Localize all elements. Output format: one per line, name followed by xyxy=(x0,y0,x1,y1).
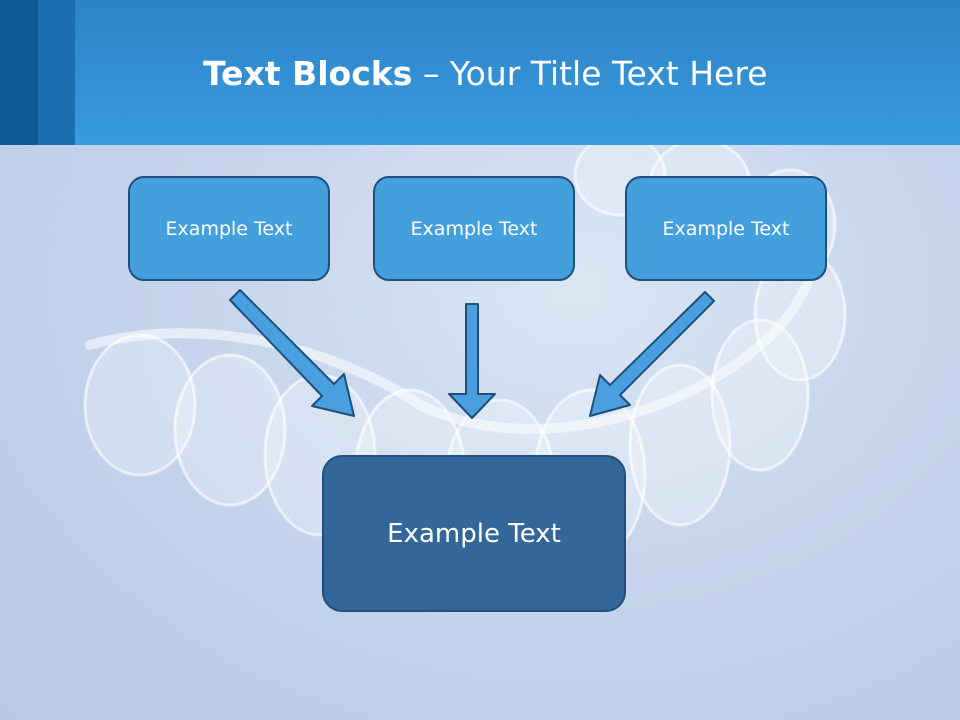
text-block-top-center-label: Example Text xyxy=(410,217,538,240)
accent-strip-dark xyxy=(0,0,38,145)
text-block-top-left: Example Text xyxy=(128,176,330,281)
text-block-top-right-label: Example Text xyxy=(662,217,790,240)
arrow-left xyxy=(229,289,355,417)
arrow-right xyxy=(589,291,715,417)
title-bar xyxy=(0,0,960,145)
text-block-top-center: Example Text xyxy=(373,176,575,281)
slide-title: Text Blocks – Your Title Text Here xyxy=(203,54,767,93)
title-bold-part: Text Blocks xyxy=(203,54,413,93)
text-block-top-left-label: Example Text xyxy=(165,217,293,240)
title-dash: – xyxy=(412,54,450,93)
text-block-bottom: Example Text xyxy=(322,455,626,612)
arrow-center xyxy=(448,303,496,419)
accent-strip-mid xyxy=(38,0,75,145)
text-block-bottom-label: Example Text xyxy=(387,518,561,549)
text-block-top-right: Example Text xyxy=(625,176,827,281)
title-rest: Your Title Text Here xyxy=(449,54,768,93)
